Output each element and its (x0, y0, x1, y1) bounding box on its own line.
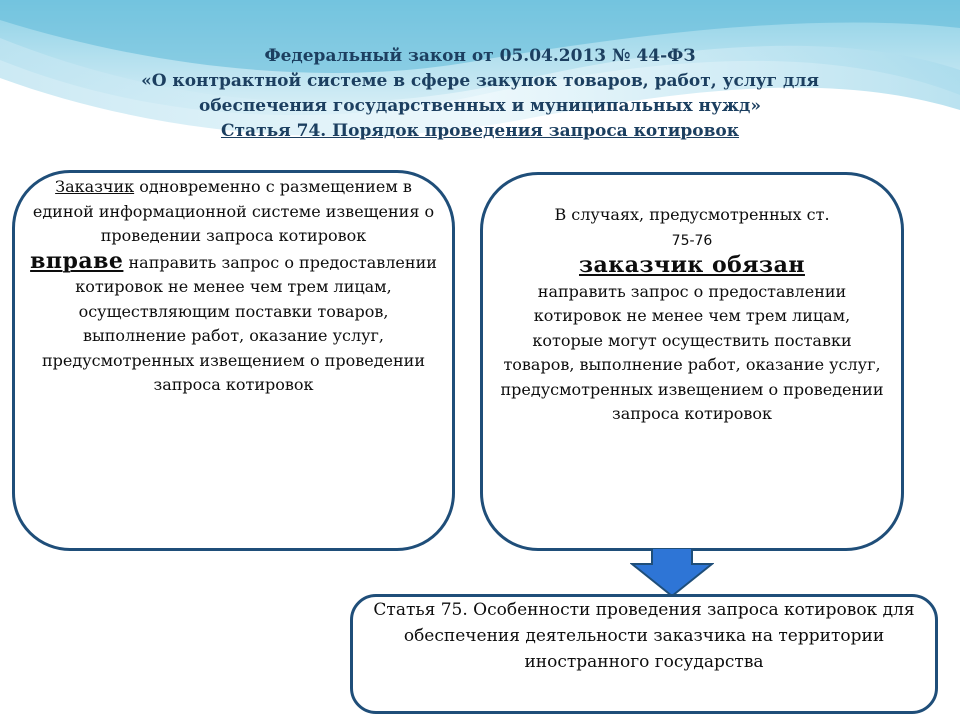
right-box-text-1: В случаях, предусмотренных ст. (554, 205, 830, 224)
law-title: Федеральный закон от 05.04.2013 № 44-ФЗ (264, 46, 696, 66)
article-75-box: Статья 75. Особенности проведения запрос… (350, 594, 938, 714)
customer-right-box: Заказчик одновременно с размещением в ед… (12, 170, 455, 551)
articles-reference: 75-76 (671, 232, 713, 249)
left-box-text-2: направить запрос о предоставлении котиро… (42, 252, 437, 395)
document-title: Федеральный закон от 05.04.2013 № 44-ФЗ … (40, 44, 920, 144)
law-name-line-1: «О контрактной системе в сфере закупок т… (141, 71, 819, 91)
right-box-text-2: направить запрос о предоставлении котиро… (500, 281, 884, 424)
right-keyword: вправе (30, 247, 124, 274)
obligation-keyword: заказчик обязан (579, 252, 805, 278)
article-title: Статья 74. Порядок проведения запроса ко… (220, 121, 740, 141)
customer-obligation-box: В случаях, предусмотренных ст. 75-76 зак… (480, 172, 904, 551)
article-75-text: Статья 75. Особенности проведения запрос… (373, 600, 915, 672)
arrow-down-icon (630, 548, 714, 598)
law-name-line-2: обеспечения государственных и муниципаль… (199, 96, 761, 116)
left-box-text-1: одновременно с размещением в единой инфо… (32, 177, 435, 245)
customer-label: Заказчик (55, 177, 135, 196)
